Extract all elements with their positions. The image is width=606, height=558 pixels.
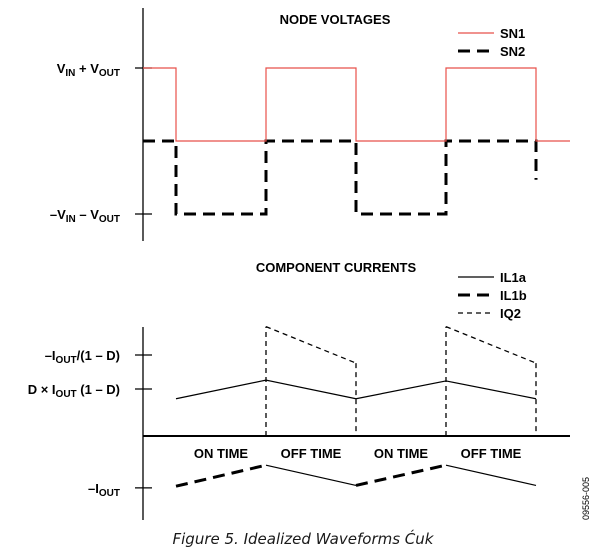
series-il1a-segment (445, 380, 537, 400)
x-label-0: ON TIME (194, 446, 248, 461)
iq2-legend-label: IQ2 (500, 306, 521, 321)
il1a-legend-label: IL1a (500, 270, 527, 285)
series-il1b-segment (355, 463, 447, 487)
component-currents-title: COMPONENT CURRENTS (256, 260, 417, 275)
node-voltages-title: NODE VOLTAGES (280, 12, 391, 27)
series-il1a-segment (175, 379, 267, 400)
x-label-2: ON TIME (374, 446, 428, 461)
y-tick-label-0: VIN + VOUT (57, 61, 120, 79)
series-sn2 (143, 139, 538, 216)
y-tick-label-1: D × IOUT (1 – D) (28, 382, 120, 400)
x-label-3: OFF TIME (461, 446, 522, 461)
figure-caption: Figure 5. Idealized Waveforms Ćuk (173, 529, 435, 548)
series-il1b-segment (265, 464, 357, 486)
y-tick-label-2: –IOUT (88, 481, 120, 499)
series-il1b-segment (445, 464, 537, 486)
series-il1a-segment (265, 379, 357, 400)
series-iq2-segment (265, 326, 357, 364)
y-tick-label-1: –VIN – VOUT (50, 207, 120, 225)
series-iq2-segment (445, 326, 537, 364)
il1b-legend-label: IL1b (500, 288, 527, 303)
y-tick-label-0: –IOUT/(1 – D) (45, 348, 120, 366)
series-sn1 (143, 67, 570, 142)
series-il1a-segment (355, 380, 447, 400)
sn2-legend-label: SN2 (500, 44, 525, 59)
sn1-legend-label: SN1 (500, 26, 525, 41)
series-il1b-segment (175, 463, 267, 488)
x-label-1: OFF TIME (281, 446, 342, 461)
figure-id: 09556-005 (581, 477, 591, 520)
component-currents-panel: –IOUT/(1 – D) D × IOUT (1 – D) –IOUT ON TIM… (28, 270, 570, 520)
